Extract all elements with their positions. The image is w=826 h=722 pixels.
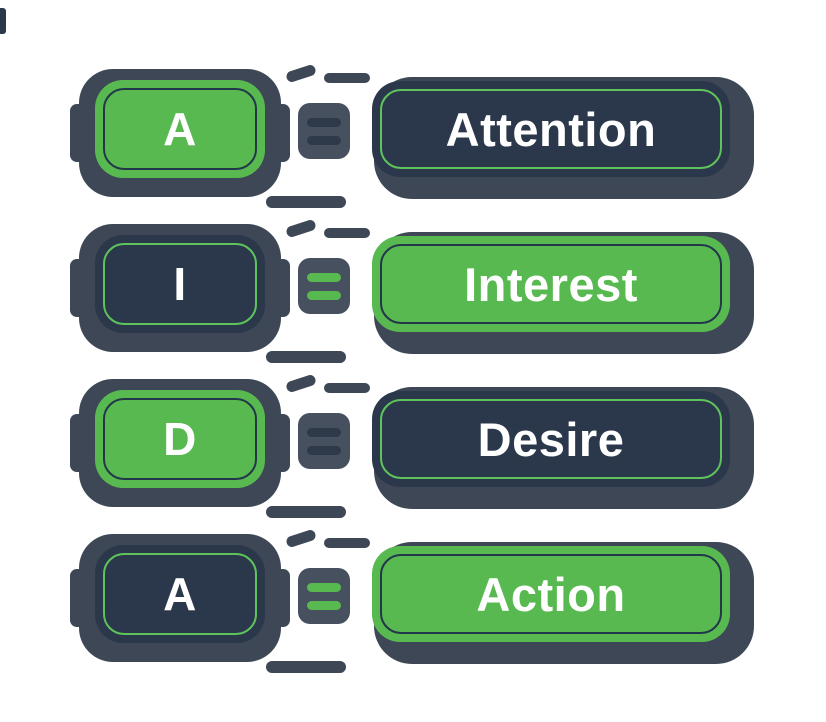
word-label: Attention bbox=[445, 102, 657, 156]
shadow-fragment bbox=[324, 538, 370, 548]
shadow-fragment bbox=[266, 661, 346, 673]
shadow-fragment bbox=[285, 63, 317, 84]
shadow-fragment bbox=[266, 506, 346, 518]
letter-label: A bbox=[163, 103, 197, 155]
equals-icon bbox=[298, 413, 350, 469]
shadow-fragment bbox=[285, 373, 317, 394]
equals-bar bbox=[307, 117, 341, 127]
shadow-fragment bbox=[324, 73, 370, 83]
word-badge-action: Action bbox=[372, 542, 754, 664]
letter-badge-attention: A bbox=[70, 69, 290, 197]
equals-icon bbox=[298, 103, 350, 159]
letter-badge-desire: D bbox=[70, 379, 290, 507]
shadow-fragment bbox=[285, 528, 317, 549]
word-badge-desire: Desire bbox=[372, 387, 754, 509]
edge-shadow-artifact bbox=[0, 8, 6, 34]
word-label: Desire bbox=[477, 412, 625, 466]
equals-bar bbox=[307, 135, 341, 145]
shadow-fragment bbox=[324, 383, 370, 393]
word-label: Interest bbox=[464, 257, 638, 311]
letter-label: D bbox=[163, 413, 197, 465]
equals-bar bbox=[307, 272, 341, 282]
word-label: Action bbox=[476, 567, 626, 621]
equals-icon bbox=[298, 258, 350, 314]
shadow-fragment bbox=[266, 351, 346, 363]
letter-badge-interest: I bbox=[70, 224, 290, 352]
row-interest: I Interest bbox=[0, 218, 826, 363]
row-attention: A Attention bbox=[0, 63, 826, 208]
shadow-fragment bbox=[324, 228, 370, 238]
equals-bar bbox=[307, 600, 341, 610]
equals-bar bbox=[307, 427, 341, 437]
equals-bar bbox=[307, 290, 341, 300]
shadow-fragment bbox=[266, 196, 346, 208]
word-badge-interest: Interest bbox=[372, 232, 754, 354]
row-desire: D Desire bbox=[0, 373, 826, 518]
aida-rows: A Attention bbox=[0, 63, 826, 673]
letter-label: I bbox=[173, 258, 187, 310]
equals-bar bbox=[307, 445, 341, 455]
row-action: A Action bbox=[0, 528, 826, 673]
equals-bar bbox=[307, 582, 341, 592]
letter-label: A bbox=[163, 568, 197, 620]
letter-badge-action: A bbox=[70, 534, 290, 662]
equals-icon bbox=[298, 568, 350, 624]
shadow-fragment bbox=[285, 218, 317, 239]
word-badge-attention: Attention bbox=[372, 77, 754, 199]
